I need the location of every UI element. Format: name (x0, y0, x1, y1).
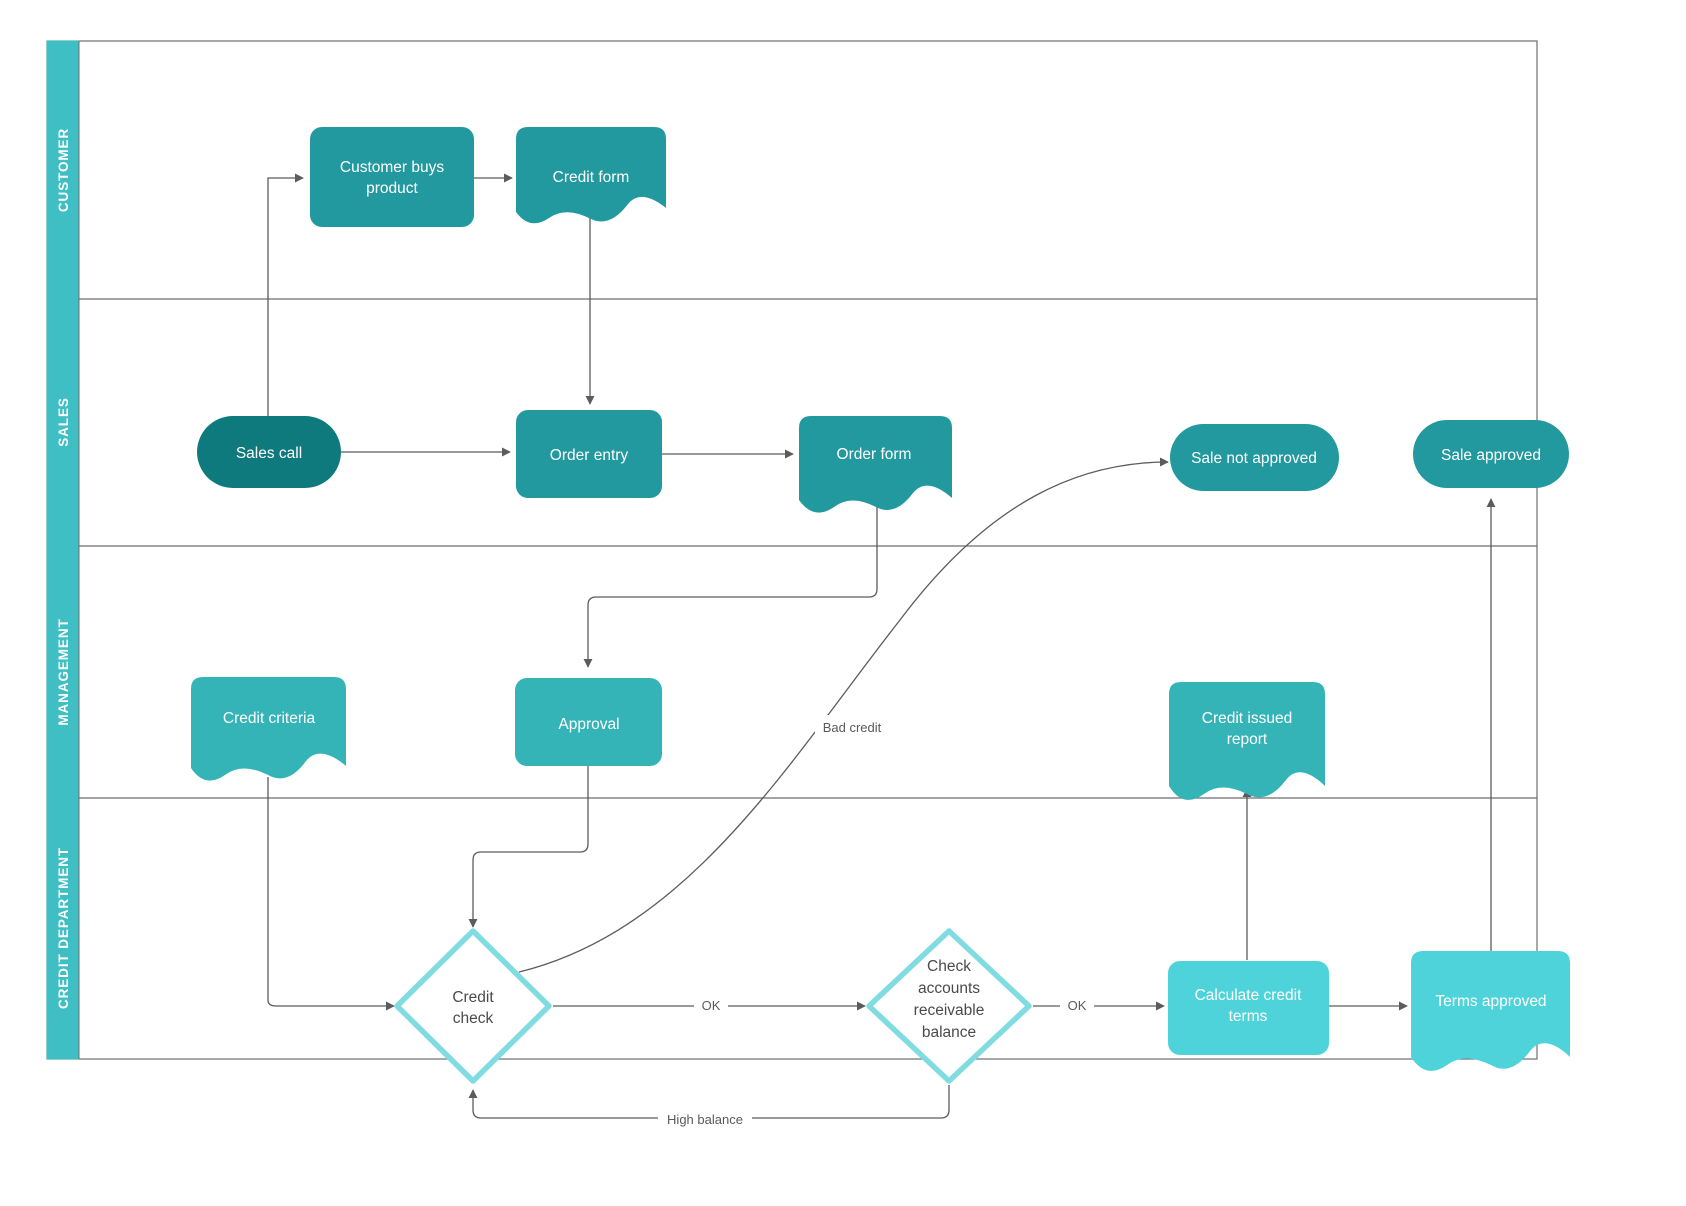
edge-credit-criteria-to-credit-check (267, 777, 395, 1011)
lane-header-sales[interactable] (46, 298, 80, 547)
node-label-check-ar-line1: Check (927, 958, 971, 975)
node-credit-issued-report[interactable]: Credit issued report (1169, 682, 1325, 800)
lane-frame: CUSTOMER SALES MANAGEMENT CREDIT DEPARTM… (46, 40, 1538, 1060)
node-label-check-ar-line4: balance (922, 1024, 976, 1041)
node-label-check-ar-line3: receivable (914, 1002, 985, 1019)
node-label-credit-form: Credit form (553, 169, 630, 186)
edge-approval-to-credit-check (468, 765, 589, 928)
node-check-accounts-receivable-balance[interactable]: Check accounts receivable balance (866, 928, 1032, 1084)
edge-label-bad-credit: Bad credit (823, 720, 882, 735)
node-calculate-credit-terms[interactable]: Calculate credit terms (1168, 961, 1329, 1055)
node-label-calculate-credit-terms-line1: Calculate credit (1195, 987, 1303, 1004)
node-credit-criteria[interactable]: Credit criteria (191, 677, 346, 781)
lane-label-sales: SALES (56, 397, 71, 447)
node-label-credit-issued-report-line1: Credit issued (1202, 710, 1292, 727)
node-credit-form[interactable]: Credit form (516, 127, 666, 224)
lane-label-credit: CREDIT DEPARTMENT (56, 847, 71, 1009)
node-label-credit-check-line1: Credit (452, 989, 494, 1006)
node-label-order-form: Order form (837, 446, 912, 463)
node-sale-not-approved[interactable]: Sale not approved (1170, 424, 1339, 491)
node-sale-approved[interactable]: Sale approved (1413, 420, 1569, 488)
edge-sales-call-to-customer-buys (267, 173, 304, 417)
node-label-sales-call: Sales call (236, 445, 302, 462)
node-customer-buys-product[interactable]: Customer buys product (310, 127, 474, 227)
node-sales-call[interactable]: Sales call (197, 416, 341, 488)
edge-label-ok-1: OK (702, 998, 721, 1013)
node-label-sale-not-approved: Sale not approved (1191, 450, 1317, 467)
node-terms-approved[interactable]: Terms approved (1411, 951, 1570, 1071)
connectors (267, 173, 1496, 1119)
node-label-credit-check-line2: check (453, 1010, 494, 1027)
node-label-credit-issued-report-line2: report (1227, 731, 1268, 748)
node-label-approval: Approval (558, 716, 619, 733)
node-order-form[interactable]: Order form (799, 416, 952, 513)
node-approval[interactable]: Approval (515, 678, 662, 766)
edge-credit-check-to-sale-not-approved (518, 457, 1169, 973)
edge-labels: OK OK High balance Bad credit (658, 715, 1094, 1129)
lane-label-customer: CUSTOMER (56, 128, 71, 212)
lane-label-management: MANAGEMENT (56, 618, 71, 725)
lane-header-management[interactable] (46, 545, 80, 799)
node-label-calculate-credit-terms-line2: terms (1229, 1008, 1268, 1025)
lane-header-customer[interactable] (46, 40, 80, 300)
node-label-customer-buys-product-line2: product (366, 180, 418, 197)
node-label-credit-criteria: Credit criteria (223, 710, 316, 727)
node-label-terms-approved: Terms approved (1435, 993, 1546, 1010)
node-label-sale-approved: Sale approved (1441, 447, 1541, 464)
edge-label-ok-2: OK (1068, 998, 1087, 1013)
node-label-order-entry: Order entry (550, 447, 629, 464)
node-credit-check[interactable]: Credit check (394, 928, 552, 1084)
edge-order-form-to-approval (583, 497, 878, 668)
edge-label-high-balance: High balance (667, 1112, 743, 1127)
node-order-entry[interactable]: Order entry (516, 410, 662, 498)
node-label-check-ar-line2: accounts (918, 980, 980, 997)
node-label-customer-buys-product-line1: Customer buys (340, 159, 444, 176)
lane-header-credit[interactable] (46, 797, 80, 1060)
